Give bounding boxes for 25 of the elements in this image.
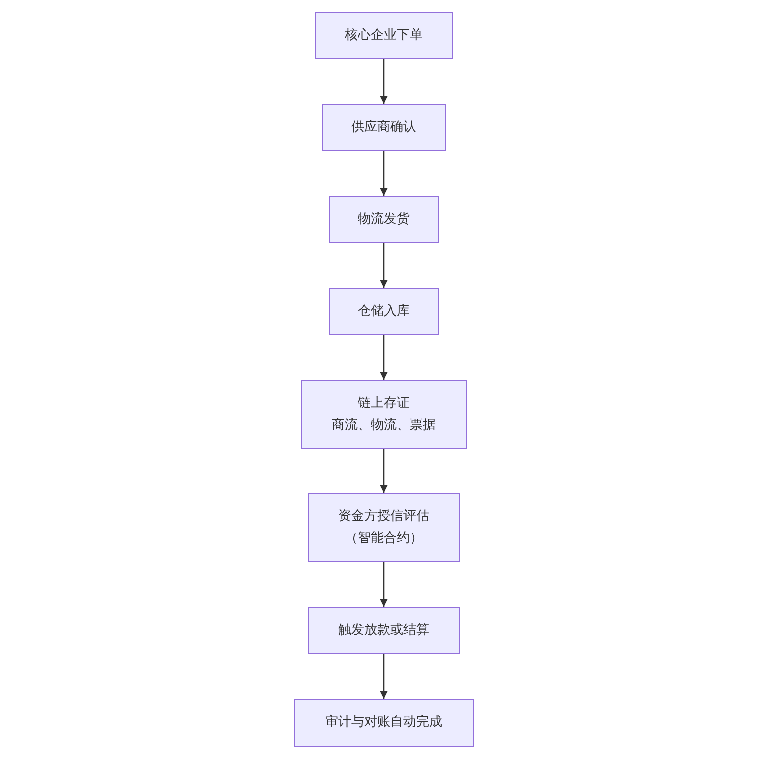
arrow	[380, 562, 388, 607]
arrow	[380, 243, 388, 288]
process-label: 供应商确认	[352, 118, 416, 136]
arrow	[380, 335, 388, 380]
process-label: 资金方授信评估	[338, 508, 430, 526]
process-label: 链上存证	[358, 394, 410, 412]
process-box	[329, 288, 439, 335]
process-label: 审计与对账自动完成	[326, 714, 442, 732]
arrow	[380, 59, 388, 104]
process-label: 商流、物流、票据	[332, 416, 436, 434]
process-box	[315, 12, 453, 59]
arrow	[380, 151, 388, 196]
process-box	[308, 607, 460, 654]
process-box	[322, 104, 446, 151]
process-label: （智能合约）	[345, 530, 423, 548]
process-box	[329, 196, 439, 243]
arrow	[380, 449, 388, 493]
process-label: 仓储入库	[358, 302, 410, 320]
process-label: 触发放款或结算	[338, 622, 430, 640]
process-box	[301, 380, 467, 449]
process-label: 物流发货	[358, 210, 410, 228]
process-box	[294, 699, 474, 747]
process-box	[308, 493, 460, 562]
process-label: 核心企业下单	[345, 26, 423, 44]
arrow	[380, 654, 388, 699]
